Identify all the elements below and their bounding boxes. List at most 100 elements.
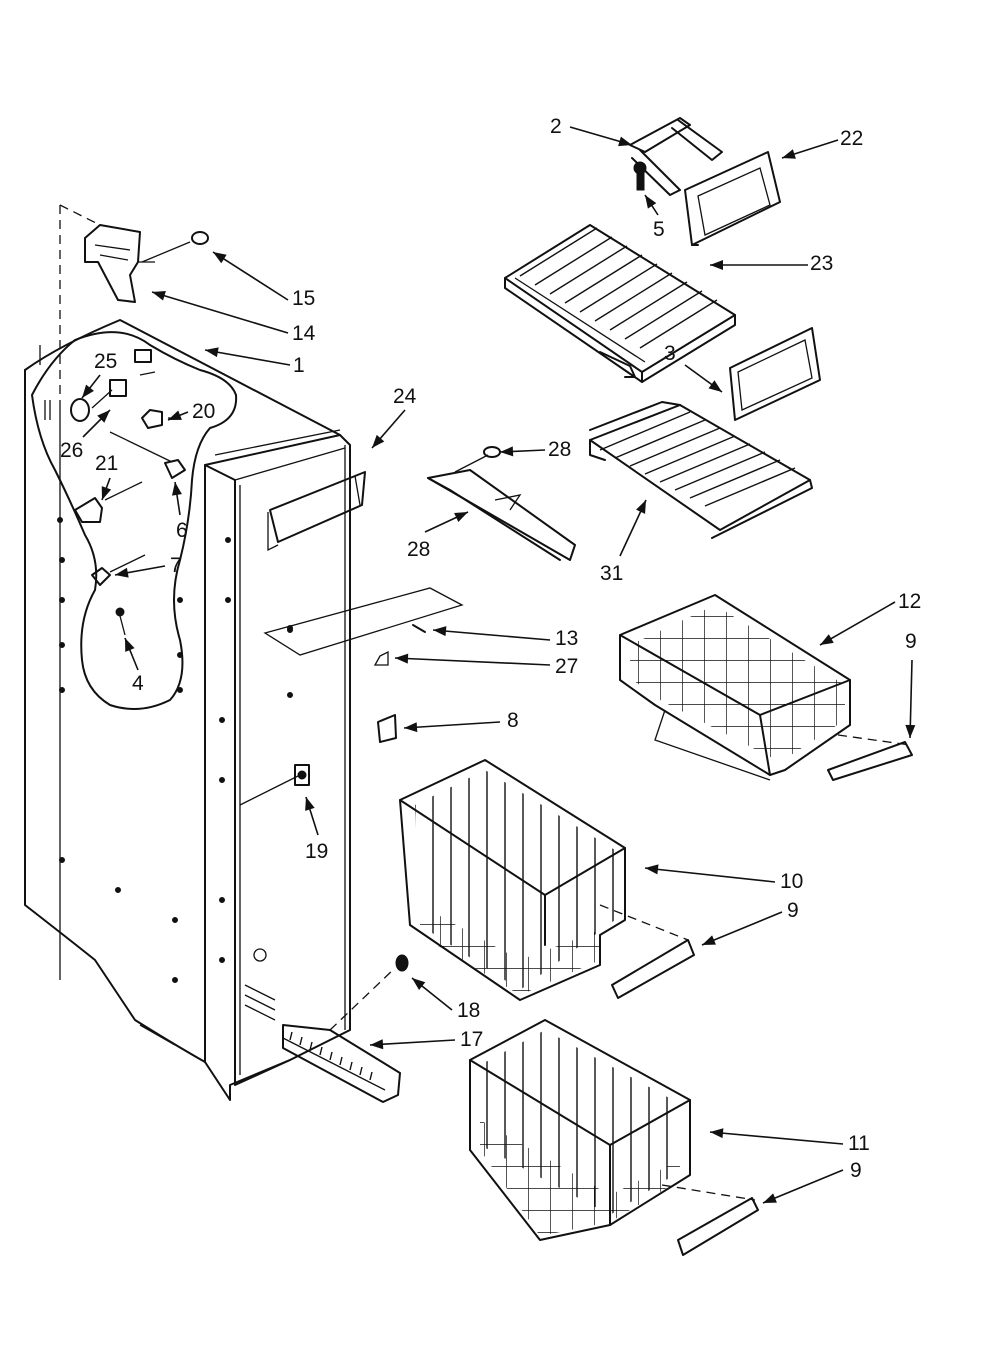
leader-9c-arrowhead — [763, 1193, 777, 1203]
callout-25: 25 — [94, 350, 117, 373]
callout-3: 3 — [664, 342, 676, 365]
part-11-basket — [469, 1019, 756, 1241]
callout-leader-lines — [81, 126, 916, 1204]
leader-12-arrowhead — [820, 634, 834, 645]
callout-11: 11 — [848, 1132, 870, 1155]
leader-24 — [371, 409, 406, 449]
leader-6 — [172, 481, 182, 516]
part-22-frame — [684, 151, 781, 246]
leader-19 — [305, 796, 319, 836]
leader-7 — [114, 565, 166, 578]
callout-12: 12 — [898, 590, 921, 613]
leader-4 — [124, 637, 139, 671]
part-13-plate — [263, 587, 464, 666]
leader-2 — [569, 126, 633, 147]
leader-28a-arrowhead — [500, 446, 514, 457]
leader-28b — [424, 511, 469, 533]
part-19-fitting — [239, 764, 310, 806]
leader-17-arrowhead — [370, 1039, 384, 1050]
leader-22 — [781, 139, 839, 159]
cutaway-components — [44, 349, 186, 636]
part-14-hinge — [84, 224, 155, 303]
callout-20: 20 — [192, 400, 215, 423]
callout-10: 10 — [780, 870, 803, 893]
callout-28a: 28 — [548, 438, 571, 461]
leader-18-arrowhead — [412, 978, 426, 991]
part-2-bracket — [629, 117, 723, 196]
part-23-shelf — [504, 224, 736, 383]
callout-28b: 28 — [407, 538, 430, 561]
leader-23 — [710, 260, 808, 270]
leader-31-arrowhead — [635, 500, 646, 514]
leader-9c — [762, 1169, 844, 1204]
leader-15 — [212, 251, 289, 301]
leader-12 — [819, 601, 896, 646]
callout-24: 24 — [393, 385, 417, 408]
part-8-bracket — [377, 714, 397, 743]
leader-5-arrowhead — [645, 195, 657, 209]
leader-26 — [82, 409, 111, 438]
callout-15: 15 — [292, 287, 315, 310]
leader-8 — [403, 721, 501, 733]
leader-25-arrowhead — [82, 384, 94, 398]
leader-9a — [905, 659, 916, 739]
leader-18 — [411, 977, 453, 1011]
leader-15-arrowhead — [213, 252, 227, 264]
part-24-duct — [267, 471, 366, 552]
leader-28a — [499, 446, 546, 457]
callout-18: 18 — [457, 999, 480, 1022]
part-9-clip-bottom — [677, 1197, 759, 1256]
callout-27: 27 — [555, 655, 578, 678]
leader-20 — [167, 410, 189, 421]
screw-holes — [57, 517, 293, 983]
leader-11-arrowhead — [710, 1128, 724, 1139]
leader-2-arrowhead — [618, 136, 632, 147]
leader-17 — [369, 1039, 456, 1050]
part-12-basket — [619, 594, 911, 781]
leader-27 — [394, 653, 551, 666]
leader-11 — [709, 1128, 844, 1145]
leader-9b-arrowhead — [702, 935, 716, 945]
part-31-rack — [589, 401, 813, 539]
leader-4-arrowhead — [125, 638, 135, 652]
leader-7-arrowhead — [115, 567, 129, 578]
leader-21-arrowhead — [101, 486, 112, 500]
leader-26-arrowhead — [97, 410, 110, 423]
leader-3 — [684, 364, 723, 393]
leader-22-arrowhead — [782, 149, 796, 159]
callout-22: 22 — [840, 127, 863, 150]
leader-13 — [432, 626, 551, 641]
part-28-bracket — [427, 446, 576, 561]
leader-23-arrowhead — [710, 260, 723, 270]
leader-6-arrowhead — [172, 482, 182, 496]
leader-1 — [204, 347, 291, 366]
callout-26: 26 — [60, 439, 83, 462]
leader-14 — [151, 290, 289, 334]
callout-6: 6 — [176, 519, 188, 542]
callout-9a: 9 — [905, 630, 917, 653]
leader-10-arrowhead — [645, 864, 659, 875]
callout-13: 13 — [555, 627, 578, 650]
callout-2: 2 — [550, 115, 562, 138]
leader-27-arrowhead — [395, 653, 409, 664]
part-9-clip-middle — [611, 939, 695, 999]
callout-1: 1 — [293, 354, 305, 377]
leader-25 — [81, 374, 101, 399]
callout-8: 8 — [507, 709, 519, 732]
leader-3-arrowhead — [708, 380, 722, 392]
callout-14: 14 — [292, 322, 316, 345]
part-15-screw — [141, 231, 209, 263]
freezer-liner — [24, 204, 351, 1101]
leader-14-arrowhead — [152, 290, 166, 301]
part-9-clip-top — [827, 741, 913, 781]
leader-9a-arrowhead — [905, 724, 916, 738]
leader-13-arrowhead — [433, 626, 447, 637]
part-17-grille — [282, 1024, 401, 1103]
leader-28b-arrowhead — [454, 512, 468, 523]
callout-23: 23 — [810, 252, 833, 275]
leader-19-arrowhead — [305, 797, 315, 811]
part-10-basket — [399, 759, 689, 1001]
leader-9b — [701, 911, 783, 946]
callout-9c: 9 — [850, 1159, 862, 1182]
